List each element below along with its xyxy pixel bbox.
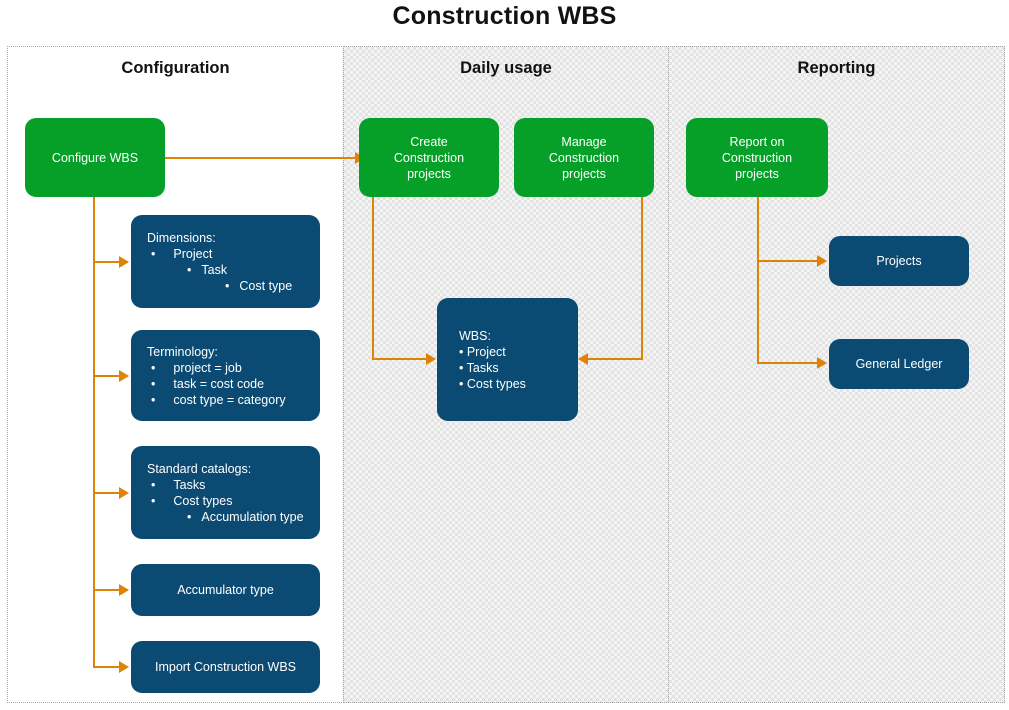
node-terminology-heading: Terminology:	[147, 344, 218, 359]
node-manage-construction-projects[interactable]: Manage Construction projects	[514, 118, 654, 197]
page-title: Construction WBS	[392, 2, 617, 30]
node-standard-catalogs-list: •Tasks •Cost types •Accumulation type	[147, 477, 304, 525]
node-terminology-list: • project = job • task = cost code • cost t…	[147, 360, 286, 408]
list-item: • Cost type	[147, 278, 292, 294]
node-import-construction-wbs-label: Import Construction WBS	[154, 660, 296, 674]
swimlane-title-configuration: Configuration	[121, 59, 230, 77]
node-report-on-construction-projects-line3: projects	[735, 166, 779, 181]
list-item-label: Project	[173, 246, 213, 261]
swimlane-title-daily-usage: Daily usage	[460, 59, 552, 77]
list-item-label: Cost types	[173, 493, 233, 508]
connector-spine-to-terminology	[93, 375, 121, 377]
connector-manage-to-wbs-horizontal	[588, 358, 643, 360]
bullet-glyph: •	[187, 262, 192, 277]
connector-create-to-wbs-vertical	[372, 196, 374, 359]
node-configure-wbs-label: Configure WBS	[51, 150, 139, 165]
list-item: • Project	[459, 344, 506, 359]
list-item: • Cost types	[147, 493, 304, 509]
connector-configure-spine	[93, 196, 95, 668]
node-dimensions-list: •Project •Task •Cost type	[147, 246, 292, 294]
swimlane-title-reporting: Reporting	[797, 59, 876, 77]
node-accumulator-type[interactable]: Accumulator type	[131, 564, 320, 616]
bullet-glyph: •	[151, 493, 156, 508]
node-accumulator-type-label: Accumulator type	[177, 583, 274, 597]
node-configure-wbs[interactable]: Configure WBS	[25, 118, 165, 197]
node-create-construction-projects-line1: Create	[410, 134, 448, 149]
arrowhead-spine-to-accumulator	[119, 584, 129, 596]
node-create-construction-projects-line2: Construction	[393, 150, 465, 165]
list-item: • task = cost code	[147, 376, 286, 392]
bullet-glyph: •	[151, 360, 156, 375]
node-general-ledger[interactable]: General Ledger	[829, 339, 969, 389]
bullet-glyph: •	[151, 246, 156, 261]
arrowhead-spine-to-standard-catalogs	[119, 487, 129, 499]
node-wbs[interactable]: WBS: • Project • Tasks • Cost types	[437, 298, 578, 421]
bullet-glyph: •	[151, 392, 156, 407]
connector-report-to-general-ledger	[757, 362, 819, 364]
arrowhead-report-to-general-ledger	[817, 357, 827, 369]
connector-report-spine	[757, 196, 759, 363]
node-standard-catalogs[interactable]: Standard catalogs: •Tasks •Cost types •A…	[131, 446, 320, 539]
list-item-label: Accumulation type	[201, 509, 304, 524]
bullet-glyph: •	[151, 376, 156, 391]
node-dimensions-heading: Dimensions:	[147, 230, 216, 245]
list-item: • Cost types	[459, 376, 526, 391]
list-item: • Accumulation type	[147, 509, 304, 525]
node-dimensions[interactable]: Dimensions: •Project •Task •Cost type	[131, 215, 320, 308]
node-import-construction-wbs[interactable]: Import Construction WBS	[131, 641, 320, 693]
connector-configure-to-create	[165, 157, 357, 159]
node-manage-construction-projects-line1: Manage	[561, 134, 607, 149]
node-manage-construction-projects-line2: Construction	[548, 150, 620, 165]
list-item-label: Cost type	[239, 278, 293, 293]
node-manage-construction-projects-line3: projects	[562, 166, 606, 181]
node-wbs-list: • Project • Tasks • Cost types	[459, 344, 526, 392]
node-projects[interactable]: Projects	[829, 236, 969, 286]
connector-spine-to-import	[93, 666, 121, 668]
connector-spine-to-standard-catalogs	[93, 492, 121, 494]
list-item: • project = job	[147, 360, 286, 376]
node-report-on-construction-projects-line1: Report on	[729, 134, 785, 149]
node-terminology[interactable]: Terminology: • project = job • task = cost…	[131, 330, 320, 421]
list-item-label: task = cost code	[173, 376, 265, 391]
node-report-on-construction-projects-line2: Construction	[721, 150, 793, 165]
node-create-construction-projects-line3: projects	[407, 166, 451, 181]
node-projects-label: Projects	[876, 254, 922, 268]
arrowhead-spine-to-dimensions	[119, 256, 129, 268]
connector-spine-to-dimensions	[93, 261, 121, 263]
arrowhead-spine-to-terminology	[119, 370, 129, 382]
list-item: • Task	[147, 262, 292, 278]
list-item-label: Tasks	[173, 477, 206, 492]
list-item: • Tasks	[147, 477, 304, 493]
bullet-glyph: •	[225, 278, 230, 293]
arrowhead-spine-to-import	[119, 661, 129, 673]
node-standard-catalogs-heading: Standard catalogs:	[147, 461, 252, 476]
list-item: • cost type = category	[147, 392, 286, 408]
arrowhead-report-to-projects	[817, 255, 827, 267]
list-item-label: project = job	[173, 360, 242, 375]
bullet-glyph: •	[151, 477, 156, 492]
arrowhead-manage-to-wbs	[578, 353, 588, 365]
list-item: • Tasks	[459, 360, 499, 375]
connector-spine-to-accumulator	[93, 589, 121, 591]
node-wbs-heading: WBS:	[459, 328, 491, 343]
list-item-label: Task	[201, 262, 228, 277]
bullet-glyph: •	[187, 509, 192, 524]
node-general-ledger-label: General Ledger	[855, 357, 943, 371]
connector-create-to-wbs-horizontal	[372, 358, 428, 360]
node-report-on-construction-projects[interactable]: Report on Construction projects	[686, 118, 828, 197]
arrowhead-create-to-wbs	[426, 353, 436, 365]
connector-manage-to-wbs-vertical	[641, 196, 643, 359]
connector-report-to-projects	[757, 260, 819, 262]
node-create-construction-projects[interactable]: Create Construction projects	[359, 118, 499, 197]
list-item: • Project	[147, 246, 292, 262]
list-item-label: cost type = category	[173, 392, 286, 407]
